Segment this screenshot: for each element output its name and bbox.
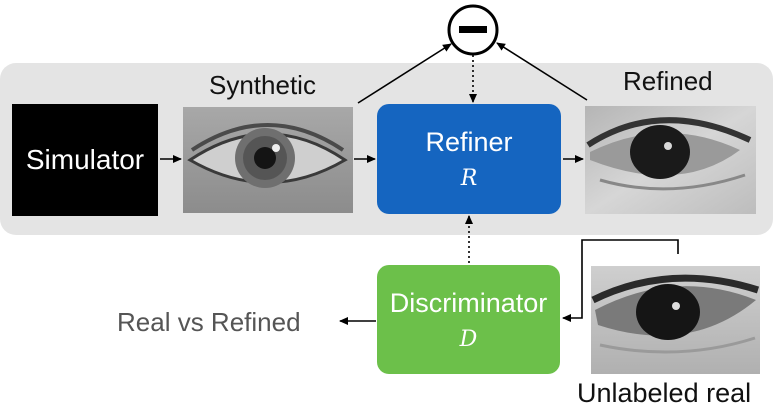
arrow-synthetic-to-minus xyxy=(357,43,452,104)
synthetic-label: Synthetic xyxy=(209,70,316,100)
discriminator-box: Discriminator D xyxy=(377,265,560,374)
arrow-refined-to-discriminator xyxy=(562,239,679,322)
discriminator-title: Discriminator xyxy=(389,287,548,318)
simulator-box: Simulator xyxy=(12,104,158,216)
refiner-title: Refiner xyxy=(425,127,513,157)
refined-eye-image xyxy=(585,106,756,214)
unlabeled-real-eye-image xyxy=(591,266,760,374)
refined-label: Refined xyxy=(623,66,713,96)
minus-circle-icon xyxy=(447,4,499,56)
refiner-symbol: R xyxy=(460,166,478,191)
refiner-box: Refiner R xyxy=(377,104,561,214)
discriminator-symbol: D xyxy=(459,326,478,352)
arrow-refined-to-minus xyxy=(496,42,588,101)
real-vs-refined-label: Real vs Refined xyxy=(117,307,301,337)
synthetic-eye-image xyxy=(183,107,353,213)
simulator-label: Simulator xyxy=(25,144,145,175)
unlabeled-real-label: Unlabeled real xyxy=(577,378,752,408)
